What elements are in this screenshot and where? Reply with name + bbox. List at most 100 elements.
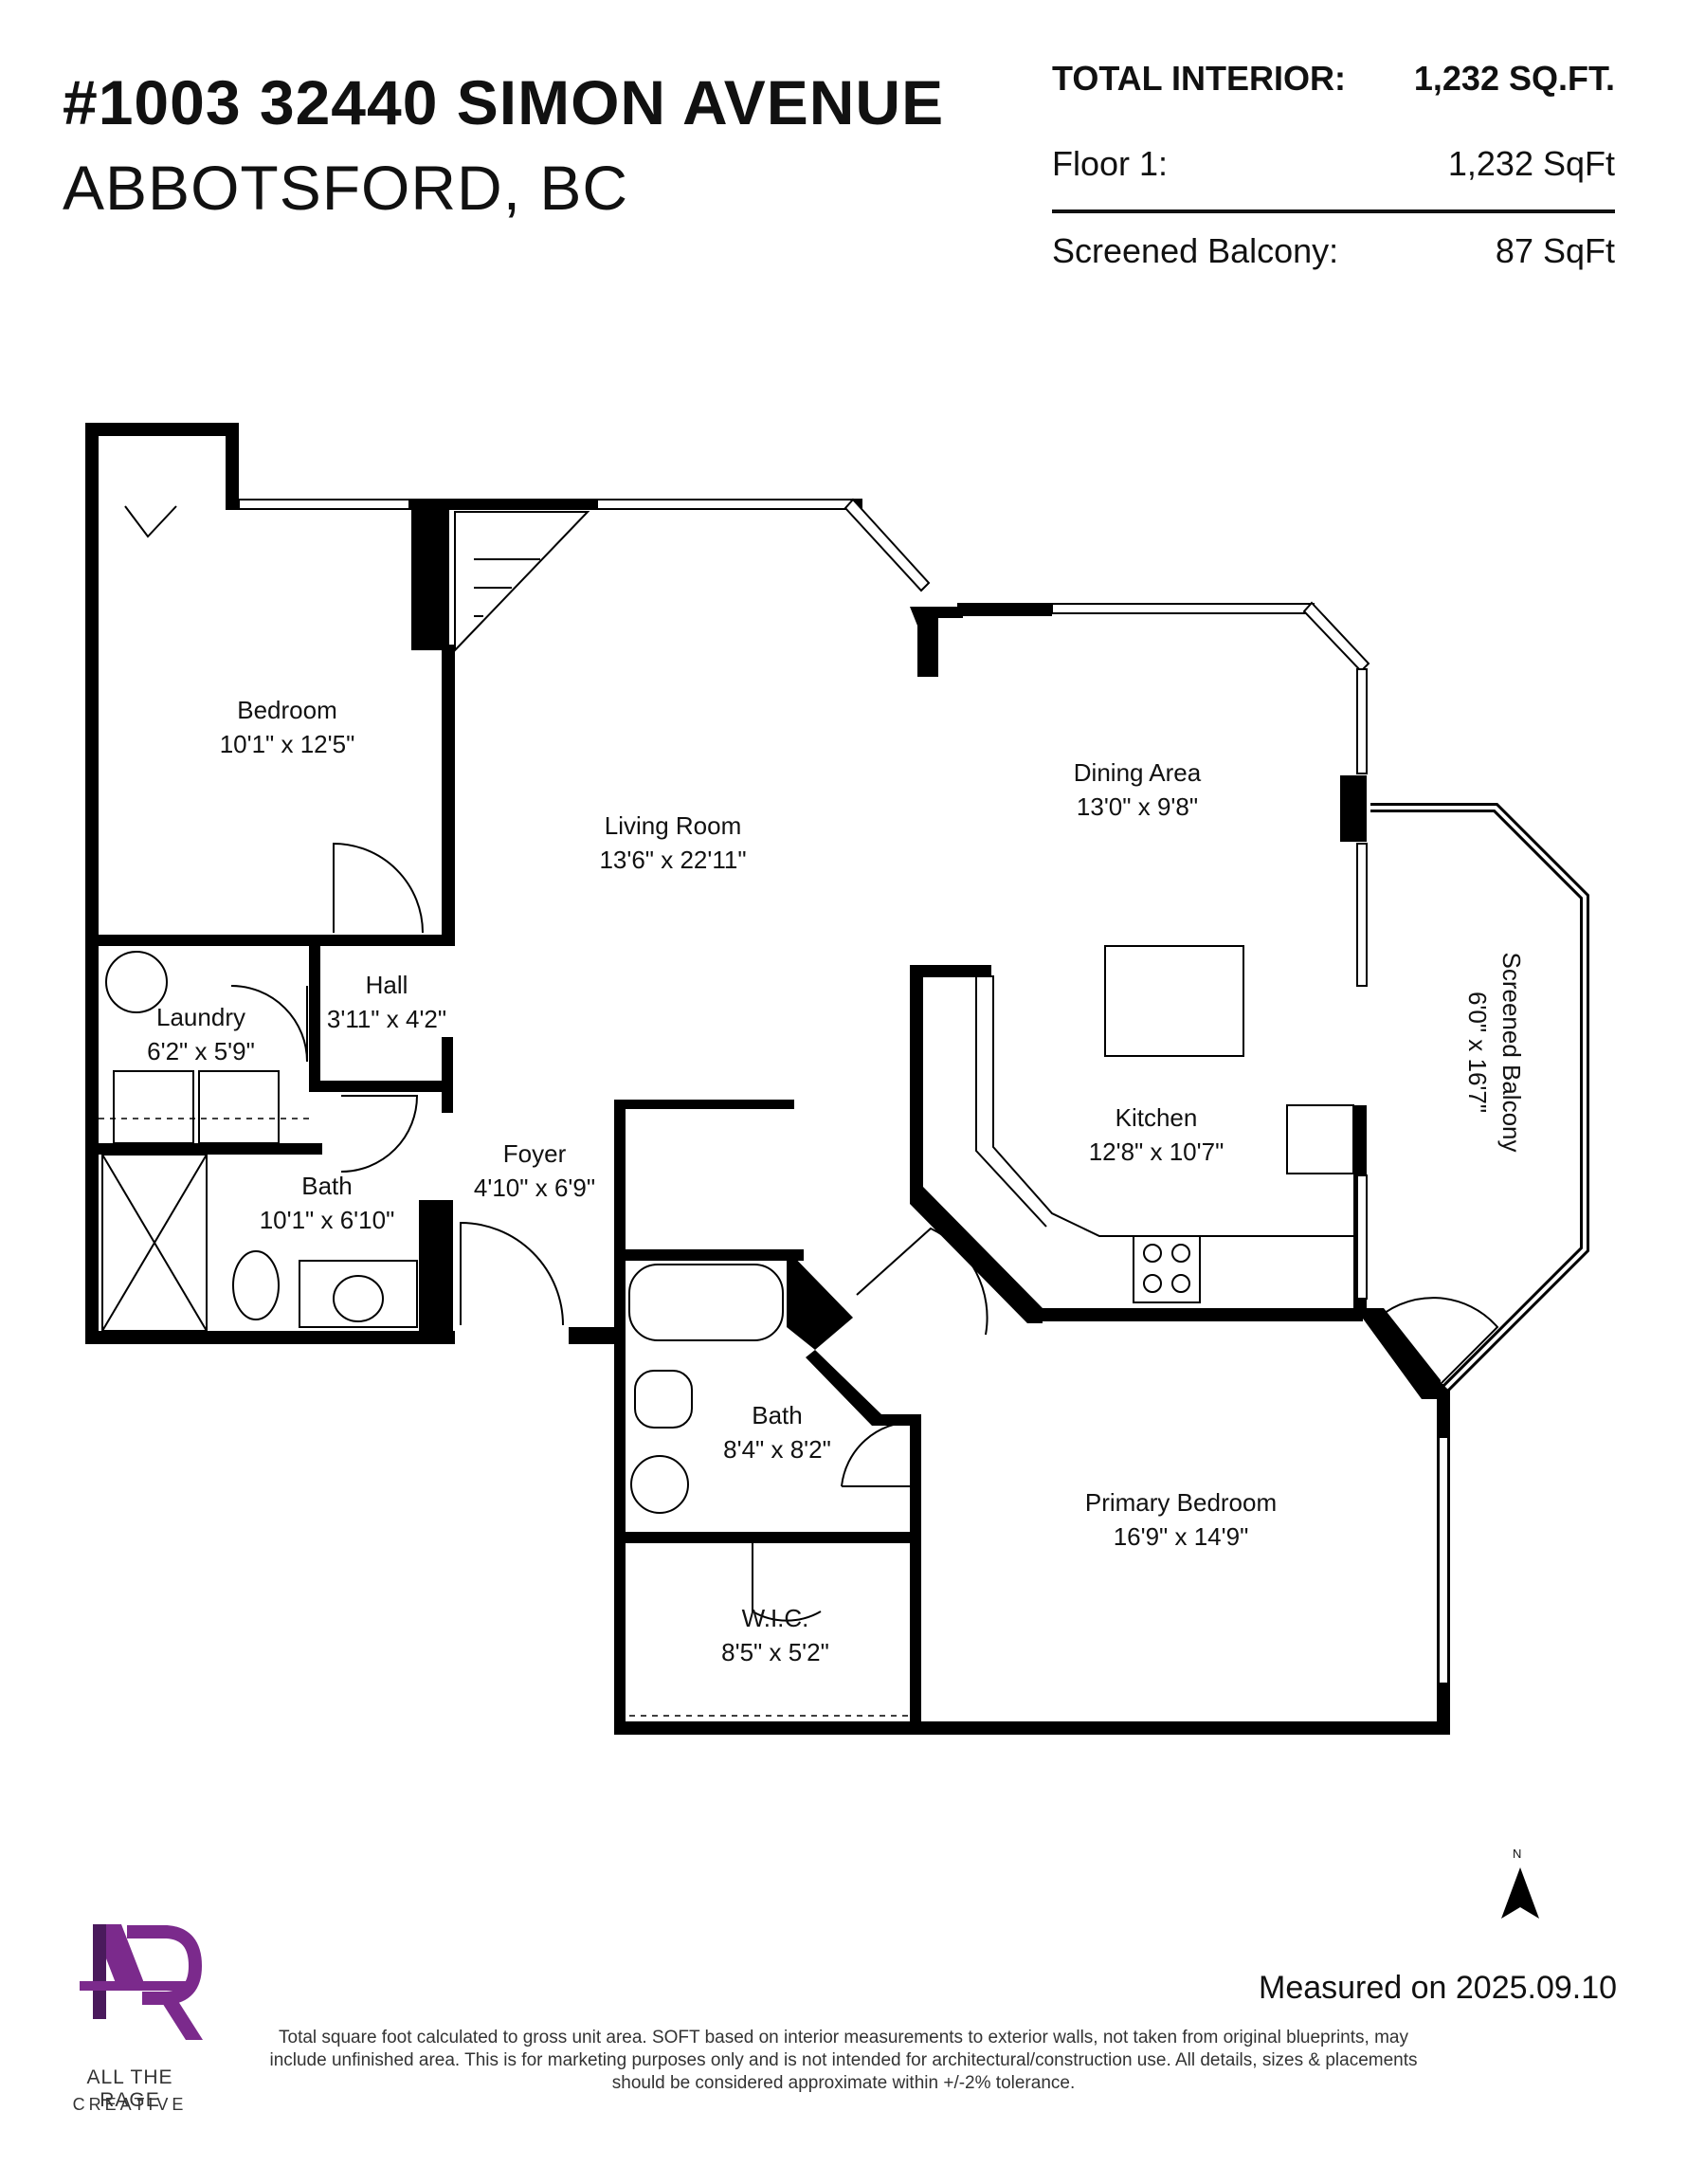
brand-logo-icon — [80, 1924, 203, 2040]
wall-closet-top — [85, 423, 237, 436]
sink-bath2 — [630, 1455, 689, 1514]
label-bath2-dims: 8'4" x 8'2" — [723, 1435, 831, 1464]
windows — [238, 498, 1449, 1684]
window-kitchen-east — [1356, 1174, 1368, 1300]
label-wic-name: W.I.C. — [742, 1604, 809, 1632]
window-living-angle — [844, 498, 931, 592]
label-dining-name: Dining Area — [1074, 758, 1202, 787]
door-bedroom — [333, 842, 424, 934]
window-dining — [1051, 603, 1315, 614]
door-entry — [460, 1221, 564, 1326]
floor-1-value: 1,232 SqFt — [1447, 144, 1615, 183]
sink-bath1 — [333, 1275, 384, 1322]
floor-1-row: Floor 1: 1,232 SqFt — [1052, 144, 1615, 184]
wall-kitchen-south — [1037, 1308, 1363, 1321]
walls — [85, 423, 1450, 1735]
kitchen-counter — [923, 975, 1353, 1237]
doors — [124, 505, 1499, 1622]
door-laundry — [230, 985, 308, 1063]
label-primary-name: Primary Bedroom — [1085, 1488, 1277, 1517]
window-bedroom — [238, 499, 410, 510]
wall-closet-east — [226, 423, 239, 510]
window-dining-angle — [1302, 601, 1370, 673]
washer — [113, 1070, 194, 1144]
wall-bath2-north — [614, 1249, 804, 1261]
wall-hall-east — [442, 1037, 453, 1113]
label-primary-dims: 16'9" x 14'9" — [1114, 1522, 1249, 1551]
wall-foyer-west — [442, 1200, 453, 1342]
label-hall-name: Hall — [366, 971, 408, 999]
fireplace-hatch — [454, 511, 590, 653]
north-arrow-icon — [1501, 1867, 1539, 1919]
fridge — [1286, 1104, 1354, 1174]
label-foyer-name: Foyer — [503, 1139, 567, 1168]
label-living-name: Living Room — [605, 811, 742, 840]
wall-laundry-east — [309, 935, 320, 1086]
wall-bath2-south — [626, 1532, 921, 1543]
bathtub — [628, 1264, 784, 1341]
door-bath1 — [340, 1095, 419, 1173]
label-balcony-name: Screened Balcony — [1497, 952, 1526, 1152]
wall-dining-pier — [1340, 775, 1367, 842]
wall-bath2-west — [614, 1100, 626, 1725]
balcony-label: Screened Balcony: — [1052, 231, 1339, 270]
label-wic-dims: 8'5" x 5'2" — [721, 1638, 829, 1666]
door-primary — [856, 1227, 989, 1336]
door-wic — [752, 1543, 822, 1622]
wall-kitchen-top — [910, 965, 991, 976]
label-laundry-dims: 6'2" x 5'9" — [147, 1037, 255, 1065]
wall-foyer-south — [569, 1327, 622, 1344]
wall-kitchen-diagonal — [910, 1187, 1043, 1323]
dryer — [198, 1070, 280, 1144]
wall-fireplace-block — [411, 499, 449, 650]
wall-bedroom-east — [442, 645, 455, 938]
window-primary-east — [1438, 1436, 1449, 1684]
wall-closets-top — [614, 1100, 794, 1109]
door-balcony — [1371, 1297, 1499, 1385]
window-living — [596, 499, 854, 510]
wall-dining-nw — [910, 607, 963, 677]
total-interior-row: TOTAL INTERIOR: 1,232 SQ.FT. — [1052, 59, 1615, 99]
wall-bath2-east — [910, 1414, 921, 1538]
wall-kitchen-west — [910, 965, 923, 1192]
balcony-row: Screened Balcony: 87 SqFt — [1052, 231, 1615, 271]
closet-door-marker — [124, 505, 177, 538]
brand-name: ALL THE RAGE — [86, 2066, 173, 2111]
label-foyer-dims: 4'10" x 6'9" — [474, 1174, 595, 1202]
label-kitchen-dims: 12'8" x 10'7" — [1089, 1138, 1224, 1166]
window-balcony-door — [1356, 843, 1368, 987]
door-bath2 — [841, 1420, 915, 1487]
wall-laundry-south — [99, 1143, 322, 1155]
cooktop — [1133, 1235, 1201, 1303]
wall-balcony-corner — [1355, 1308, 1441, 1399]
north-label: N — [1513, 1847, 1522, 1861]
water-heater — [105, 951, 168, 1013]
wall-west — [85, 423, 99, 1342]
wall-hall-south — [309, 1081, 442, 1092]
label-bath2-name: Bath — [752, 1401, 803, 1429]
label-hall-dims: 3'11" x 4'2" — [327, 1005, 446, 1033]
wall-angle-bath — [806, 1350, 919, 1426]
address-title: #1003 32440 SIMON AVENUE — [63, 67, 945, 137]
label-bath1-dims: 10'1" x 6'10" — [260, 1206, 395, 1234]
wall-angle-block — [787, 1249, 853, 1350]
stats-divider — [1052, 209, 1615, 213]
disclaimer-text: Total square foot calculated to gross un… — [269, 2028, 1418, 2093]
balcony-inner-line — [1370, 806, 1587, 1390]
room-labels: Bedroom 10'1" x 12'5" Living Room 13'6" … — [147, 696, 1526, 1666]
label-kitchen-name: Kitchen — [1116, 1103, 1198, 1132]
measured-date: Measured on 2025.09.10 — [1259, 1970, 1618, 2006]
total-interior-label: TOTAL INTERIOR: — [1052, 59, 1346, 98]
label-bath1-name: Bath — [301, 1172, 353, 1200]
city-subtitle: ABBOTSFORD, BC — [63, 153, 629, 223]
total-interior-value: 1,232 SQ.FT. — [1413, 59, 1615, 98]
wall-dining-north — [957, 603, 1052, 616]
label-bedroom-name: Bedroom — [237, 696, 337, 724]
wall-south — [614, 1721, 1448, 1735]
fixtures — [101, 945, 1354, 1514]
brand-subtitle: CREATIVE — [72, 2095, 188, 2114]
window-dining-east — [1356, 668, 1368, 774]
label-living-dims: 13'6" x 22'11" — [599, 846, 746, 874]
toilet-bath2 — [634, 1370, 693, 1429]
